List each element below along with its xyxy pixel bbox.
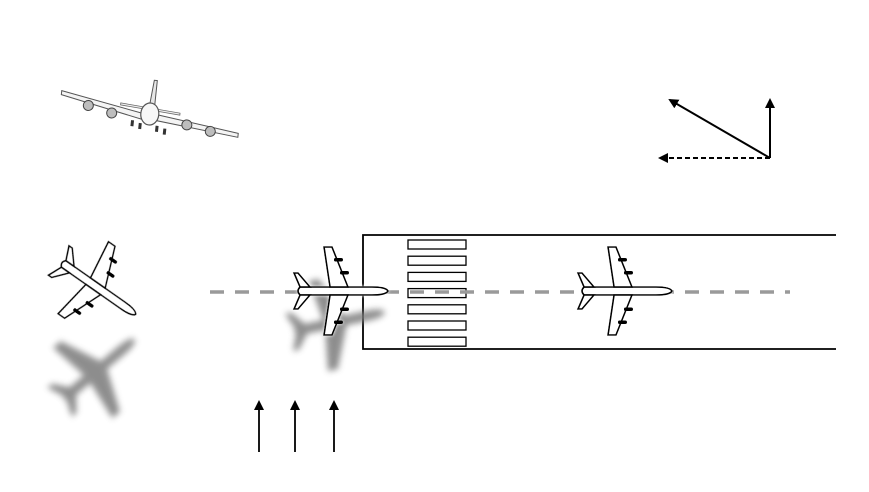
vector-diagram [658,98,775,163]
threshold-stripe [407,320,467,331]
threshold-stripes [407,239,467,347]
threshold-stripe [407,255,467,266]
wind-arrows [254,400,339,452]
threshold-stripe [407,271,467,283]
threshold-stripe [407,304,467,315]
airplane-shadow-left [30,303,165,438]
airplane-front-view-icon [60,79,239,138]
resultant-vector-arrow-icon [668,98,771,159]
threshold-stripe [407,336,467,347]
threshold-stripe [407,239,467,250]
airplane-top-view-icon [32,223,162,352]
